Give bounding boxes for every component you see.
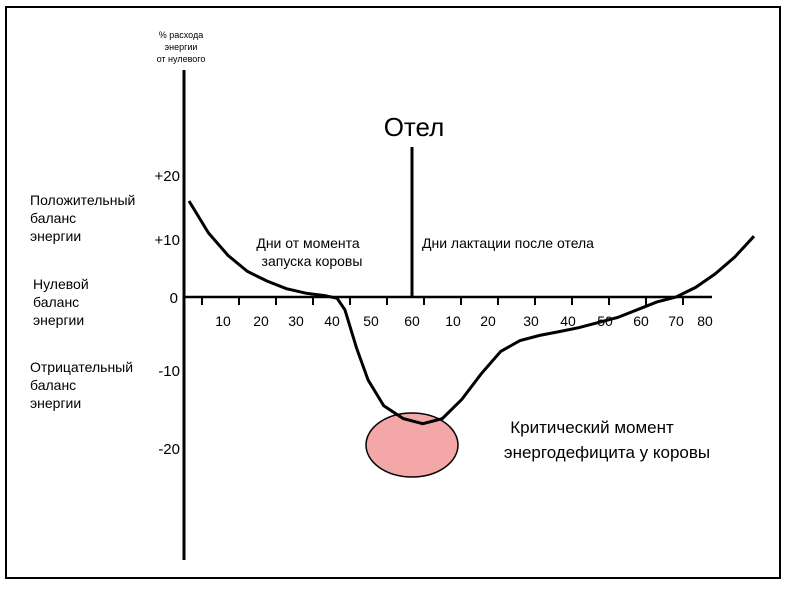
- x-tick-label-dry: 20: [253, 313, 269, 329]
- negative-balance-label-1: Отрицательный: [30, 359, 133, 375]
- zero-balance-label-1: Нулевой: [33, 276, 89, 292]
- y-axis-title-line-2: энергии: [165, 42, 198, 52]
- lactation-label: Дни лактации после отела: [422, 235, 594, 251]
- x-tick-label-dry: 40: [324, 313, 340, 329]
- critical-label-1: Критический момент: [510, 418, 674, 437]
- x-tick-label-lactation: 60: [633, 313, 649, 329]
- x-tick-label-dry: 60: [404, 313, 420, 329]
- y-tick-0: 0: [170, 290, 178, 307]
- positive-balance-label-1: Положительный: [30, 192, 135, 208]
- x-tick-label-lactation: 30: [523, 313, 539, 329]
- y-axis-title-line-1: % расхода: [159, 30, 203, 40]
- y-axis-title-line-3: от нулевого: [157, 54, 206, 64]
- negative-balance-label-3: энергии: [30, 395, 81, 411]
- chart-frame: [5, 6, 781, 579]
- y-tick-plus20: +20: [155, 168, 180, 185]
- dry-period-label-2: запуска коровы: [262, 253, 363, 269]
- x-tick-label-lactation: 70: [668, 313, 684, 329]
- x-tick-label-lactation: 40: [560, 313, 576, 329]
- dry-period-label-1: Дни от момента: [256, 235, 360, 251]
- zero-balance-label-2: баланс: [33, 294, 79, 310]
- critical-point-ellipse: [365, 412, 459, 478]
- zero-balance-label-3: энергии: [33, 312, 84, 328]
- critical-label-2: энергодефицита у коровы: [504, 443, 710, 462]
- y-tick-minus20: -20: [158, 441, 180, 458]
- x-tick-label-lactation: 80: [697, 313, 713, 329]
- energy-balance-curve: [187, 200, 756, 426]
- calving-label: Отел: [384, 112, 445, 142]
- x-tick-label-dry: 30: [288, 313, 304, 329]
- y-tick-plus10: +10: [155, 232, 180, 249]
- x-tick-label-dry: 10: [215, 313, 231, 329]
- y-tick-minus10: -10: [158, 363, 180, 380]
- positive-balance-label-2: баланс: [30, 210, 76, 226]
- x-tick-label-lactation: 10: [445, 313, 461, 329]
- x-tick-label-lactation: 20: [480, 313, 496, 329]
- x-tick-label-dry: 50: [363, 313, 379, 329]
- negative-balance-label-2: баланс: [30, 377, 76, 393]
- positive-balance-label-3: энергии: [30, 228, 81, 244]
